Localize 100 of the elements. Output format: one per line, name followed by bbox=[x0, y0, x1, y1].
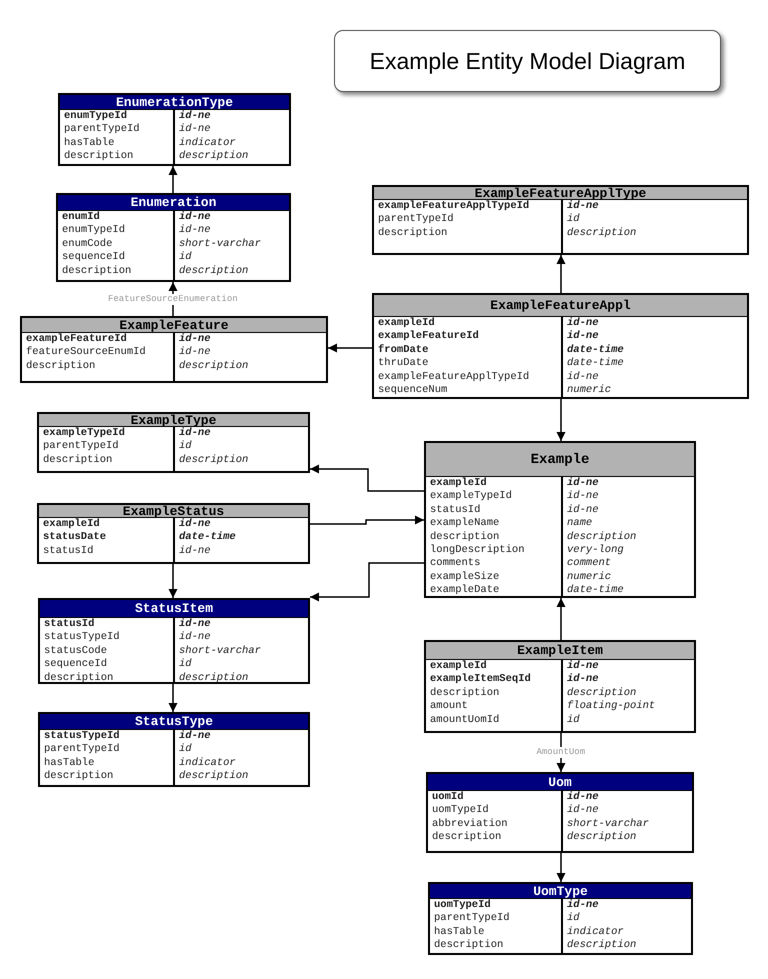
field-type: description bbox=[179, 150, 248, 164]
edge-label: FeatureSourceEnumeration bbox=[107, 294, 239, 304]
field-name: description bbox=[44, 672, 114, 685]
entity-table bbox=[424, 441, 696, 598]
field-name: description bbox=[432, 831, 502, 844]
field-type: id-ne bbox=[179, 211, 211, 224]
entity-name: UomType bbox=[430, 884, 691, 899]
entity-name: Uom bbox=[428, 774, 692, 791]
field-name: exampleId bbox=[378, 317, 435, 330]
field-name: exampleId bbox=[43, 518, 100, 531]
entity-name: ExampleItem bbox=[426, 642, 694, 660]
field-name: parentTypeId bbox=[378, 213, 454, 226]
field-name: exampleItemSeqId bbox=[430, 673, 531, 686]
field-type: description bbox=[179, 770, 248, 784]
arrow bbox=[556, 853, 566, 882]
field-name: description bbox=[430, 686, 500, 700]
field-type: id-ne bbox=[567, 370, 599, 384]
field-name: sequenceId bbox=[44, 658, 108, 672]
field-type: description bbox=[567, 226, 636, 240]
field-name: exampleTypeId bbox=[430, 490, 512, 504]
field-type: id-ne bbox=[567, 490, 599, 504]
field-type: id-ne bbox=[567, 200, 599, 213]
field-name: exampleId bbox=[430, 660, 487, 673]
entity-name: ExampleFeatureApplType bbox=[374, 187, 747, 200]
field-type: id-ne bbox=[567, 477, 599, 490]
field-name: parentTypeId bbox=[64, 123, 140, 136]
field-type: id-ne bbox=[567, 660, 599, 673]
field-type: description bbox=[179, 360, 248, 373]
entity-name: StatusItem bbox=[40, 600, 308, 618]
field-type: id bbox=[179, 743, 192, 756]
field-name: enumId bbox=[62, 211, 100, 224]
field-type: numeric bbox=[567, 570, 612, 584]
field-type: date-time bbox=[567, 344, 624, 357]
field-type: id-ne bbox=[179, 346, 211, 360]
field-name: hasTable bbox=[44, 756, 94, 770]
field-type: id-ne bbox=[179, 333, 211, 346]
field-type: short-varchar bbox=[179, 644, 261, 658]
entity-name: ExampleStatus bbox=[39, 505, 308, 518]
field-name: exampleFeatureApplTypeId bbox=[378, 370, 530, 384]
field-type: id-ne bbox=[567, 330, 599, 344]
field-type: description bbox=[567, 831, 636, 844]
field-type: id-ne bbox=[179, 518, 211, 531]
field-type: date-time bbox=[179, 531, 236, 544]
field-name: thruDate bbox=[378, 357, 428, 370]
field-name: description bbox=[434, 939, 504, 952]
field-name: enumCode bbox=[62, 238, 112, 251]
entity-table bbox=[372, 185, 749, 255]
field-name: hasTable bbox=[64, 136, 114, 150]
entity-table bbox=[20, 316, 328, 383]
field-name: statusTypeId bbox=[44, 730, 120, 743]
field-name: description bbox=[62, 264, 132, 278]
field-name: description bbox=[43, 454, 112, 467]
field-name: hasTable bbox=[434, 926, 484, 939]
field-type: description bbox=[567, 939, 636, 952]
field-name: statusDate bbox=[43, 531, 106, 544]
field-name: featureSourceEnumId bbox=[26, 346, 146, 360]
field-type: id-ne bbox=[179, 618, 211, 631]
field-name: description bbox=[378, 226, 448, 240]
field-name: enumTypeId bbox=[64, 110, 128, 123]
field-name: longDescription bbox=[430, 544, 525, 557]
field-type: id bbox=[567, 714, 580, 727]
entity-name: ExampleType bbox=[39, 414, 308, 427]
field-type: id-ne bbox=[179, 224, 211, 238]
field-name: exampleTypeId bbox=[43, 427, 125, 440]
entity-name: StatusType bbox=[40, 714, 308, 730]
arrow bbox=[310, 464, 424, 492]
field-name: enumTypeId bbox=[62, 224, 126, 238]
arrow bbox=[168, 564, 178, 598]
entity-table bbox=[426, 772, 694, 853]
field-type: indicator bbox=[179, 136, 236, 150]
field-name: sequenceId bbox=[62, 251, 126, 264]
arrow bbox=[310, 516, 424, 525]
entity-table bbox=[424, 640, 696, 733]
field-type: id bbox=[567, 213, 580, 226]
entity-name: ExampleFeatureAppl bbox=[374, 295, 747, 317]
field-type: id-ne bbox=[179, 544, 211, 558]
arrow bbox=[556, 255, 566, 293]
edge-label: AmountUom bbox=[536, 747, 586, 758]
field-type: floating-point bbox=[567, 700, 656, 714]
field-name: statusCode bbox=[44, 644, 108, 658]
arrow bbox=[168, 684, 178, 712]
field-name: amount bbox=[430, 700, 468, 714]
field-name: parentTypeId bbox=[43, 440, 119, 454]
field-name: description bbox=[430, 530, 500, 544]
field-name: comments bbox=[430, 557, 480, 570]
field-name: exampleFeatureId bbox=[378, 330, 479, 344]
field-type: numeric bbox=[567, 384, 612, 397]
field-name: statusId bbox=[430, 504, 480, 517]
field-name: exampleId bbox=[430, 477, 487, 490]
field-name: exampleName bbox=[430, 517, 500, 530]
field-name: statusTypeId bbox=[44, 631, 120, 644]
entity-table bbox=[56, 193, 291, 282]
field-name: uomTypeId bbox=[434, 899, 491, 912]
field-type: id-ne bbox=[567, 899, 599, 912]
field-name: exampleFeatureApplTypeId bbox=[378, 200, 530, 213]
arrow bbox=[328, 344, 372, 352]
field-name: exampleSize bbox=[430, 570, 500, 584]
entity-name: EnumerationType bbox=[60, 95, 289, 110]
field-name: statusId bbox=[44, 618, 94, 631]
field-name: exampleFeatureId bbox=[26, 333, 127, 346]
